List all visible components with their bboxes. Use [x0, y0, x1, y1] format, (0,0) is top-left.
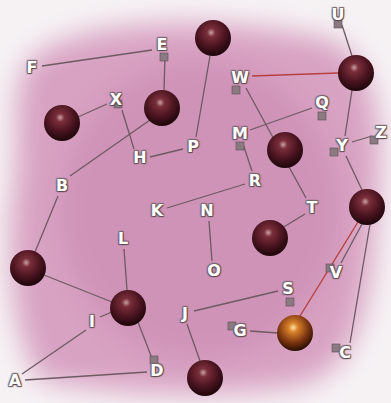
point-letter: P: [187, 139, 199, 155]
point-letter: W: [231, 70, 249, 86]
point-letter: E: [157, 37, 168, 53]
point-letter: Z: [375, 125, 387, 141]
point-letter: K: [151, 203, 163, 219]
point-letter: Q: [315, 95, 329, 111]
point-letter: J: [182, 306, 188, 322]
point-letter: I: [89, 314, 95, 330]
point-letter: G: [233, 323, 246, 339]
point-letter: X: [110, 92, 122, 108]
point-letter: F: [27, 60, 38, 76]
point-letter: R: [249, 173, 261, 189]
pink-glow: [10, 24, 380, 394]
point-letter: H: [133, 150, 146, 166]
point-letter: V: [330, 265, 342, 281]
point-letter: B: [56, 178, 68, 194]
connecting-lines: [22, 25, 372, 380]
point-letter: M: [232, 126, 248, 142]
point-letter: N: [200, 203, 213, 219]
point-letter: T: [307, 200, 318, 216]
point-letter: L: [118, 231, 128, 247]
point-letter: Y: [336, 138, 348, 154]
point-letter: D: [150, 363, 163, 379]
point-letter: C: [339, 345, 351, 361]
small-cubes: [114, 20, 378, 364]
point-letter: S: [282, 281, 294, 297]
point-letter: U: [332, 7, 345, 23]
point-letter: O: [207, 263, 221, 279]
point-letter: A: [9, 373, 21, 389]
spheres: [10, 20, 385, 396]
red-lines: [252, 73, 358, 316]
